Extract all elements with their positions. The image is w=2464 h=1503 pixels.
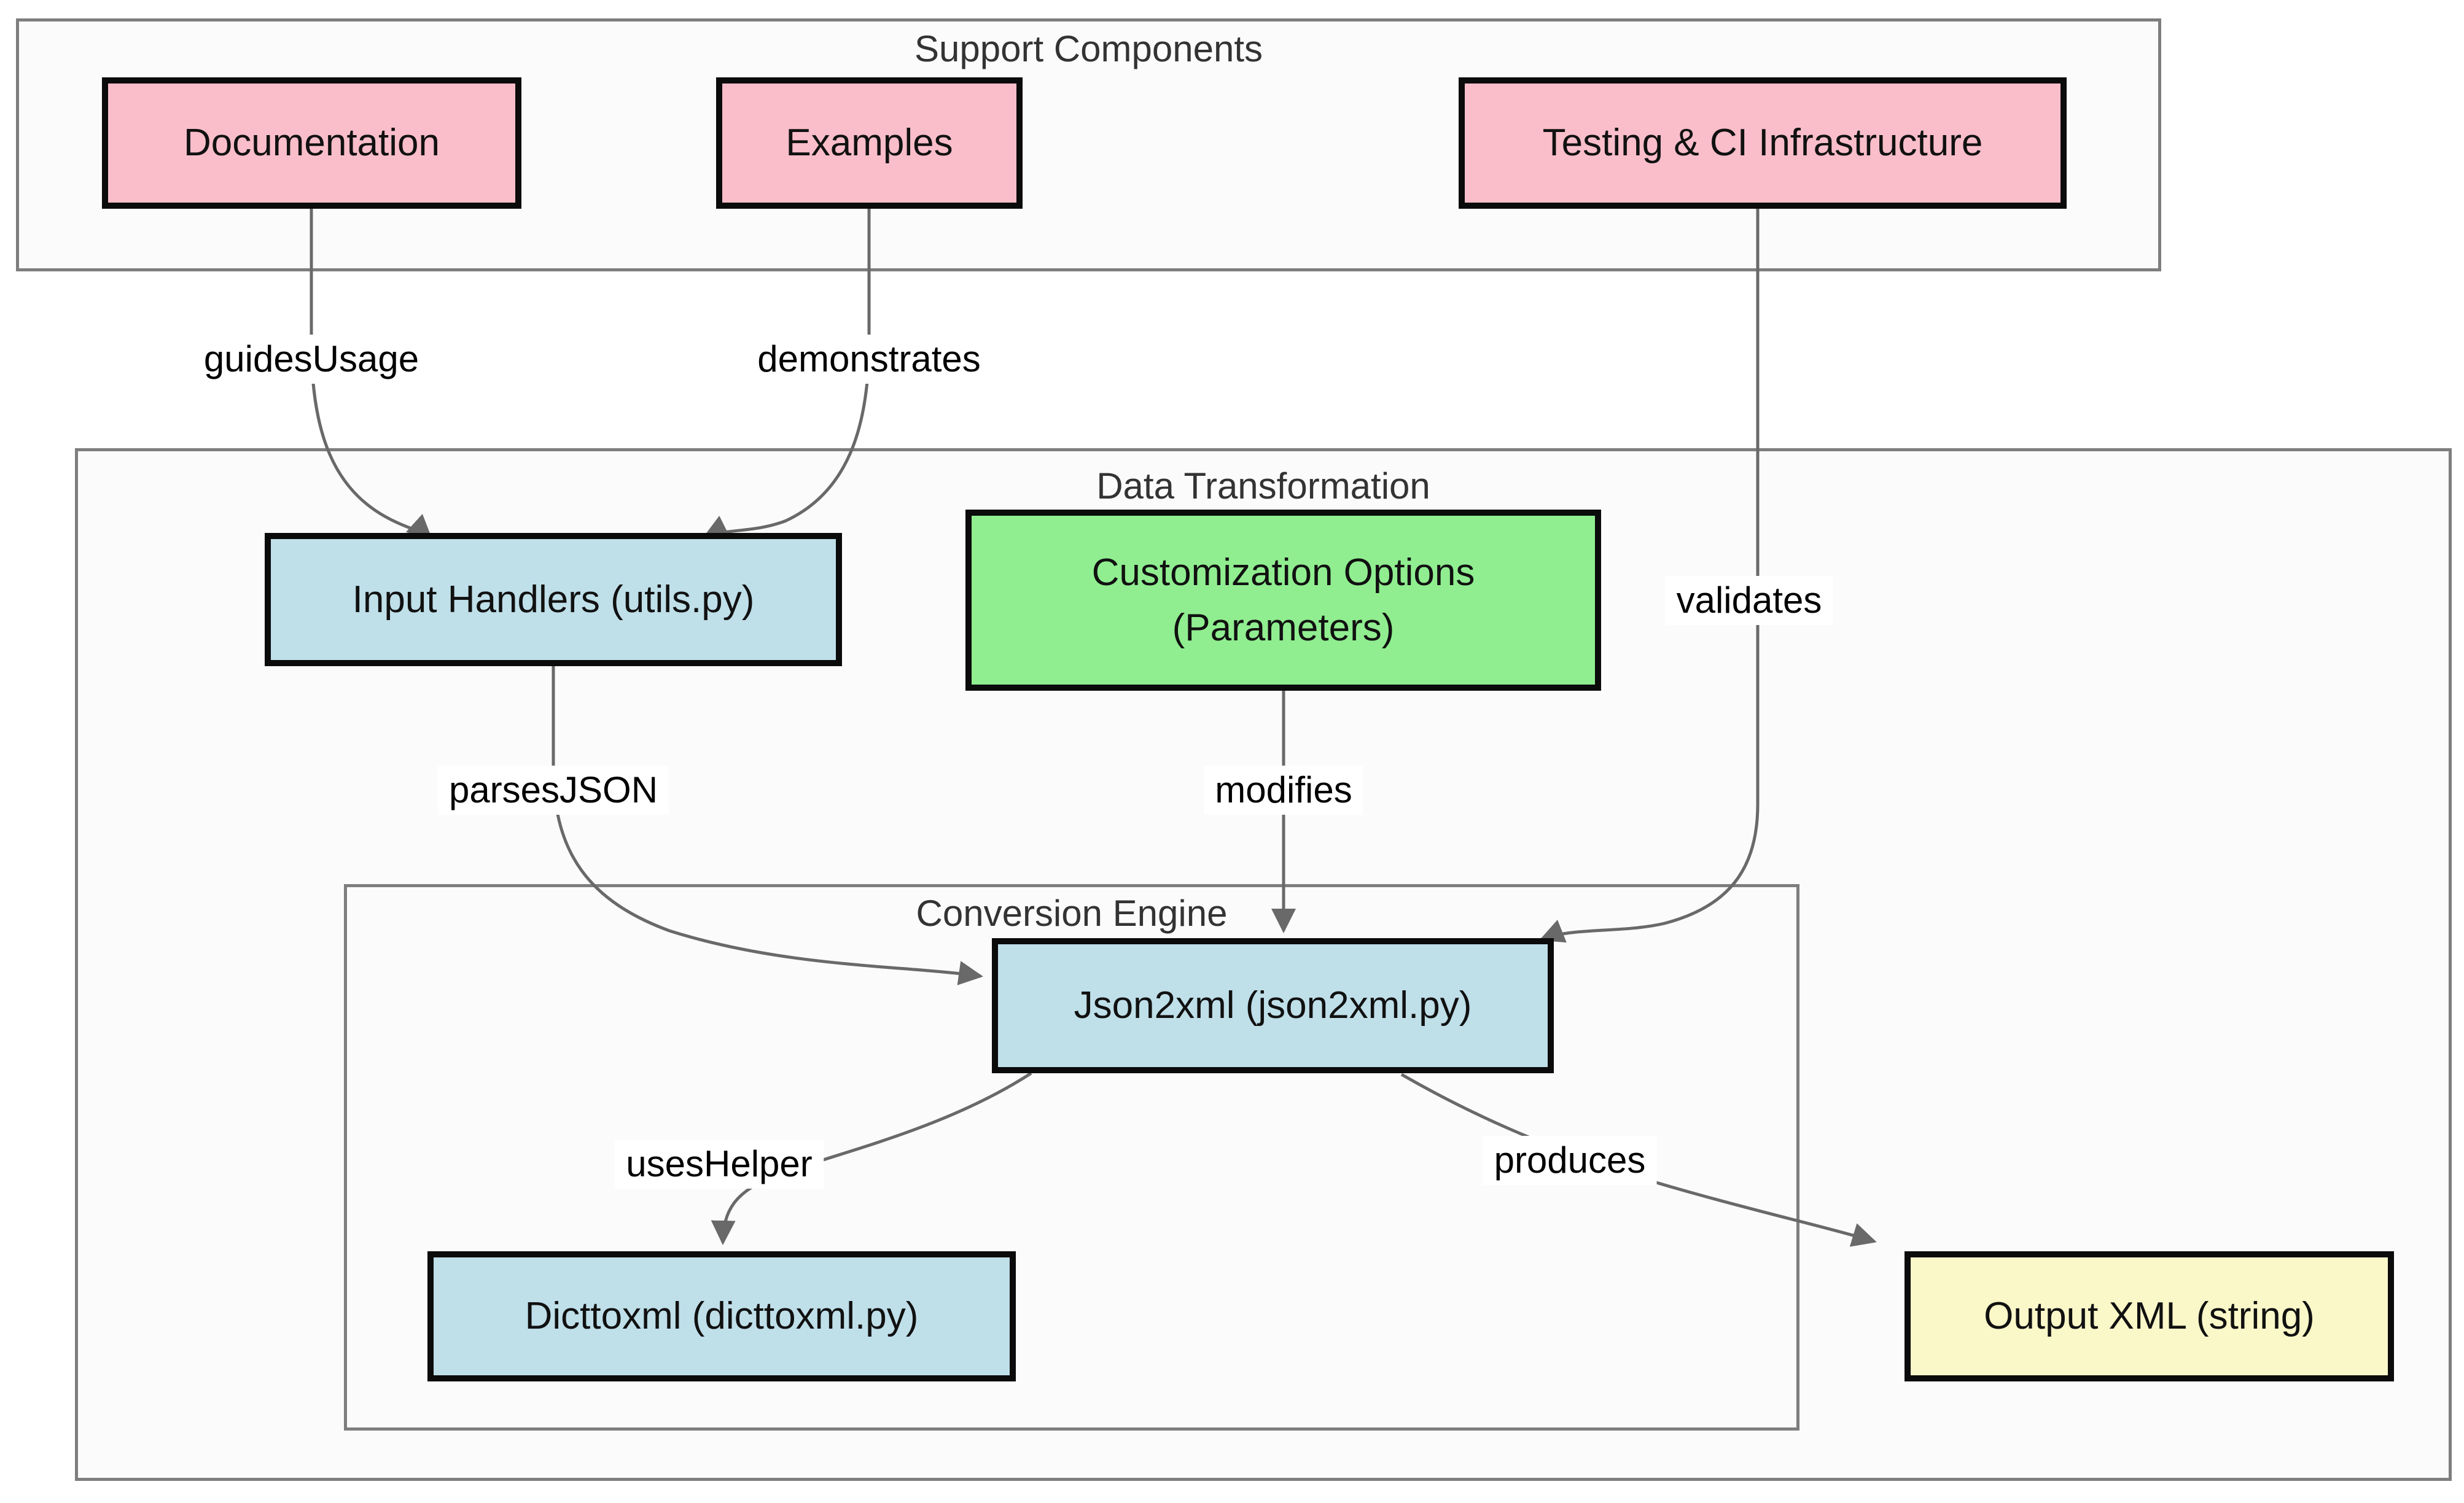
edge-label-demonstrates: demonstrates [746,335,992,384]
cluster-support-components-title: Support Components [914,28,1263,69]
node-dicttoxml-label: Dicttoxml (dicttoxml.py) [524,1295,919,1337]
node-testing-ci: Testing & CI Infrastructure [1459,77,2067,209]
node-json2xml-label: Json2xml (json2xml.py) [1074,984,1472,1027]
edge-label-uses-helper: usesHelper [615,1140,824,1189]
node-examples: Examples [716,77,1023,209]
node-output-xml: Output XML (string) [1905,1251,2394,1381]
node-documentation: Documentation [102,77,521,209]
cluster-conversion-engine-title: Conversion Engine [916,893,1228,934]
node-customization-options-label-line1: Customization Options [1091,551,1475,594]
edge-parses-json [552,666,983,985]
node-input-handlers: Input Handlers (utils.py) [265,533,842,666]
cluster-data-transformation-title: Data Transformation [1096,465,1430,507]
node-customization-options: Customization Options (Parameters) [965,510,1601,691]
edge-guides-usage [310,208,432,540]
node-output-xml-label: Output XML (string) [1984,1295,2315,1337]
edge-label-guides-usage: guidesUsage [192,335,431,384]
node-documentation-label: Documentation [183,122,440,164]
edge-validates [1539,208,1760,943]
edge-label-parses-json: parsesJSON [437,766,669,815]
edge-label-validates: validates [1665,576,1833,625]
edge-label-modifies: modifies [1204,766,1363,815]
node-customization-options-label-line2: (Parameters) [1172,606,1395,649]
edge-demonstrates [703,208,871,538]
node-dicttoxml: Dicttoxml (dicttoxml.py) [427,1251,1016,1381]
edge-label-produces: produces [1483,1136,1657,1185]
node-json2xml: Json2xml (json2xml.py) [992,938,1554,1073]
node-input-handlers-label: Input Handlers (utils.py) [352,578,755,621]
node-examples-label: Examples [786,122,953,164]
node-testing-ci-label: Testing & CI Infrastructure [1542,122,1983,164]
